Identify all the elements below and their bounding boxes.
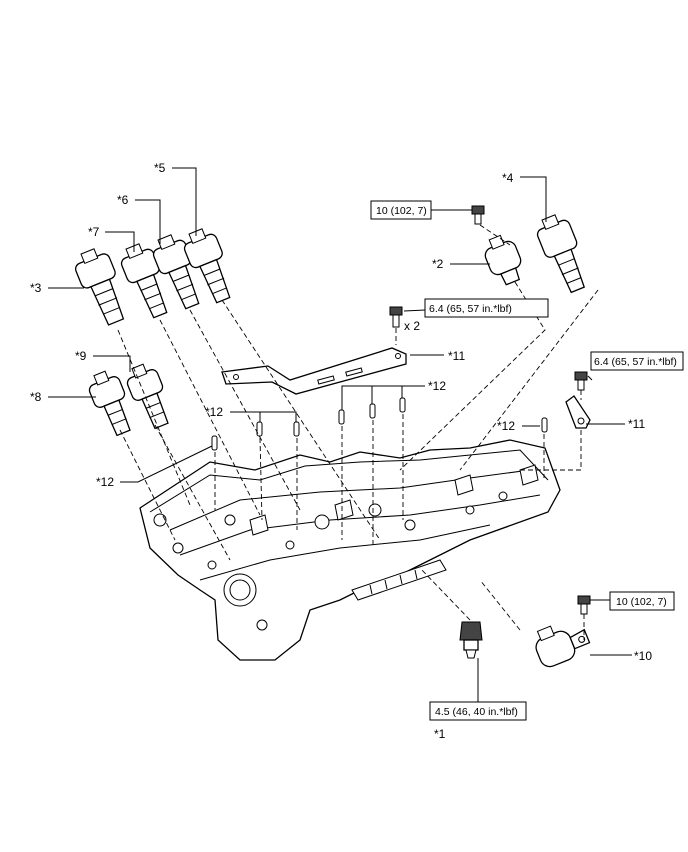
pins-12 [211,397,548,451]
solenoid-valve-10 [535,625,591,668]
callout-6: *6 [117,193,129,207]
torque-box-bottom-10: 10 (102, 7) [609,591,675,611]
callout-5: *5 [154,161,166,175]
torque-bottom-10-text: 10 (102, 7) [616,596,667,608]
clip-11-small [565,395,591,429]
solenoid-valve-3 [74,248,125,326]
callout-1: *1 [434,727,446,741]
callout-12-lower: *12 [96,475,114,489]
callout-2: *2 [432,257,444,271]
torque-top-10-text: 10 (102, 7) [376,205,427,217]
solenoid-valve-8 [88,370,131,437]
torque-box-clip-64: 6.4 (65, 57 in.*lbf) [590,351,684,371]
callout-12-right: *12 [497,419,515,433]
torque-bracket-64-text: 6.4 (65, 57 in.*lbf) [429,303,512,315]
callout-3: *3 [30,281,42,295]
callout-labels: *5 *6 *7 *3 *4 *2 x 2 *11 *9 *8 *12 *12 … [30,161,652,741]
callout-9: *9 [75,349,87,363]
bolt-clip [574,371,588,391]
solenoid-valve-2 [484,234,522,286]
bolt-top-10 [471,205,485,225]
valve-body [139,439,561,661]
callout-11-bracket: *11 [448,349,465,363]
callout-10: *10 [634,649,652,663]
callout-4: *4 [502,171,514,185]
assembly-lines [117,224,599,640]
solenoid-valve-9 [126,363,169,430]
torque-box-top-10: 10 (102, 7) [370,200,432,220]
bolt-bottom-10 [577,595,591,615]
torque-box-sensor-45: 4.5 (46, 40 in.*lbf) [429,701,527,721]
callout-8: *8 [30,390,42,404]
callout-7: *7 [88,225,100,239]
leader-lines [48,167,632,703]
callout-12-left: *12 [205,405,223,419]
sensor-1 [459,621,483,659]
torque-box-bracket-64: 6.4 (65, 57 in.*lbf) [424,298,549,318]
solenoid-valve-5 [183,228,231,304]
quantity-x2: x 2 [404,319,420,333]
solenoid-valve-6 [152,234,200,310]
bolt-bracket [389,306,403,328]
torque-clip-64-text: 6.4 (65, 57 in.*lbf) [594,356,677,368]
torque-sensor-45-text: 4.5 (46, 40 in.*lbf) [435,706,518,718]
callout-12-center: *12 [428,379,446,393]
solenoid-valve-4 [536,214,586,294]
bracket-11-long [221,347,407,395]
callout-11-clip: *11 [628,417,645,431]
